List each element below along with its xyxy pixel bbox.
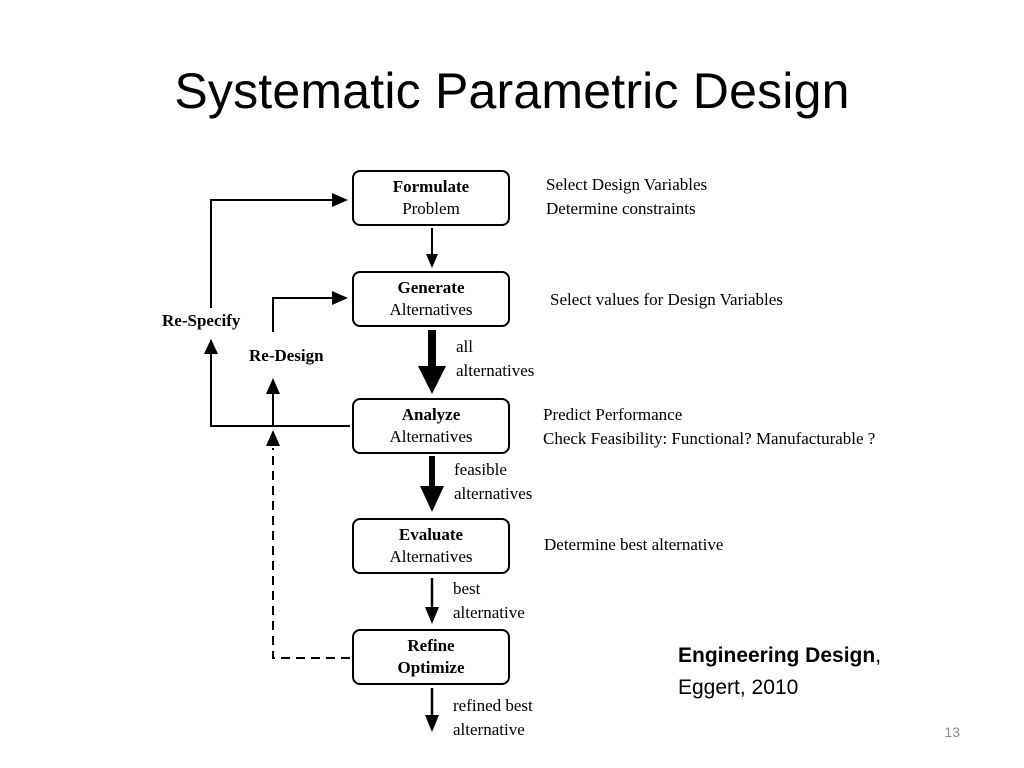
note-line: Determine constraints [546,199,696,218]
flow-label-line: all [456,337,473,356]
flow-label-best-alternative: best alternative [453,577,525,625]
refine-box-subtitle: Optimize [397,658,465,677]
refine-optimize-box: Refine Optimize [352,629,510,685]
formulate-problem-box: Formulate Problem [352,170,510,226]
analyze-box-title: Analyze [401,405,461,424]
arrow-refine-output [425,688,439,732]
reference-citation: Engineering Design, Eggert, 2010 [678,640,881,704]
arrow-formulate-to-generate [426,228,438,268]
generate-box-subtitle: Alternatives [389,300,473,319]
note-line: Determine best alternative [544,535,724,554]
flow-label-all-alternatives: all alternatives [456,335,534,383]
flow-label-line: feasible [454,460,507,479]
reference-separator: , [875,644,882,667]
formulate-box-title: Formulate [392,177,470,196]
flow-label-feasible-alternatives: feasible alternatives [454,458,532,506]
note-line: Predict Performance [543,405,683,424]
respecify-label: Re-Specify [162,311,241,330]
flow-label-line: best [453,579,481,598]
flow-label-line: alternatives [454,484,533,503]
evaluate-alternatives-box: Evaluate Alternatives [352,518,510,574]
formulate-notes: Select Design Variables Determine constr… [546,173,707,221]
evaluate-box-title: Evaluate [398,525,464,544]
redesign-loop-arrow [266,291,350,427]
note-line: Select Design Variables [546,175,708,194]
flow-label-line: alternative [453,720,525,739]
note-line: Check Feasibility: Functional? Manufactu… [543,429,876,448]
analyze-box-subtitle: Alternatives [389,427,473,446]
arrow-generate-to-analyze [418,330,446,394]
note-line: Select values for Design Variables [550,290,783,309]
reference-title: Engineering Design [678,644,876,667]
arrow-analyze-to-evaluate [420,456,444,512]
refine-dashed-loop [266,430,350,659]
page-number: 13 [944,724,960,740]
generate-alternatives-box: Generate Alternatives [352,271,510,327]
evaluate-notes: Determine best alternative [544,533,723,557]
analyze-alternatives-box: Analyze Alternatives [352,398,510,454]
redesign-label: Re-Design [249,346,324,365]
slide-title: Systematic Parametric Design [174,63,850,119]
analyze-notes: Predict Performance Check Feasibility: F… [543,403,875,451]
flow-label-line: alternatives [456,361,535,380]
flow-label-line: alternative [453,603,525,622]
flow-label-refined-best-alternative: refined best alternative [453,694,533,742]
generate-notes: Select values for Design Variables [550,288,783,312]
generate-box-title: Generate [397,278,465,297]
arrow-evaluate-to-refine [425,578,439,624]
formulate-box-subtitle: Problem [402,199,460,218]
flow-label-line: refined best [453,696,533,715]
evaluate-box-subtitle: Alternatives [389,547,473,566]
refine-box-title: Refine [407,636,455,655]
reference-author-year: Eggert, 2010 [678,676,799,699]
